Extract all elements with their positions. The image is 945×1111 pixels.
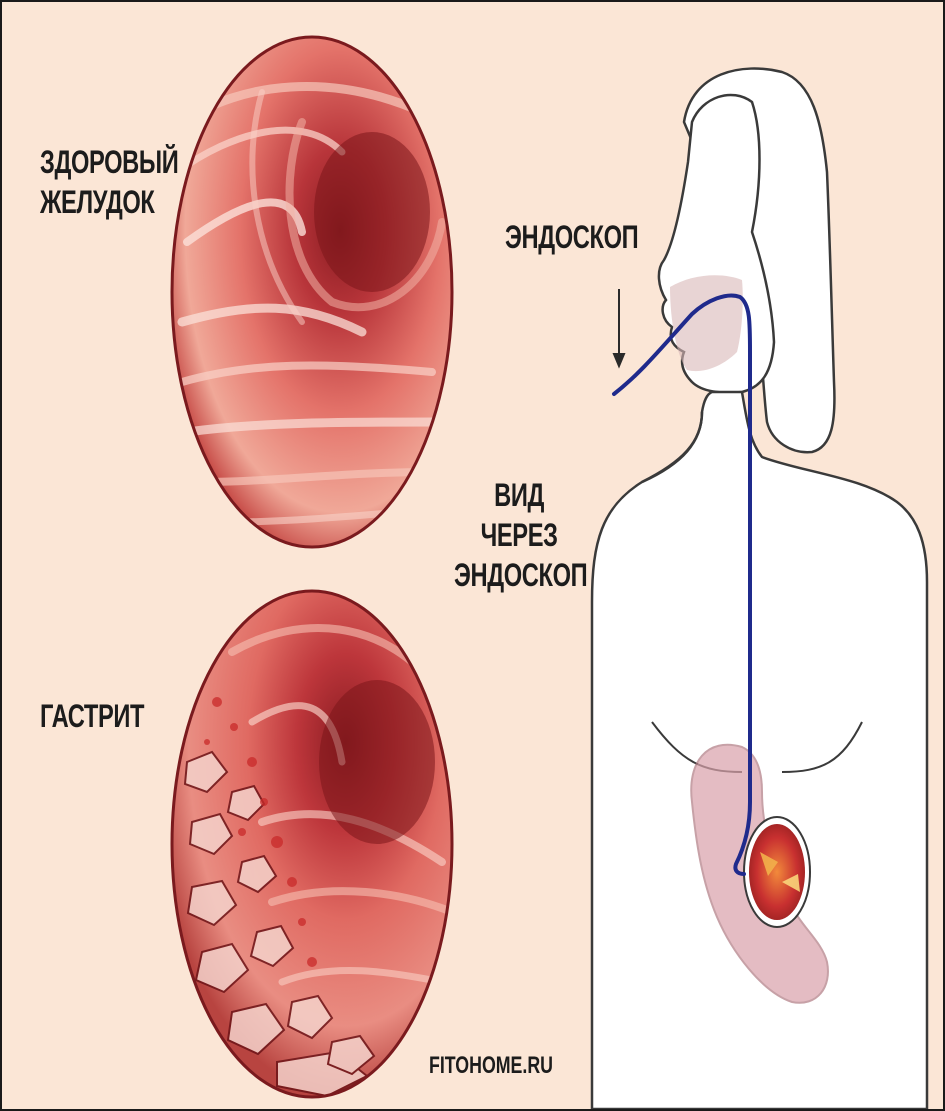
endoscope-label: ЭНДОСКОП — [505, 217, 638, 257]
down-arrow-icon — [614, 289, 624, 366]
gastritis-view — [172, 591, 452, 1097]
healthy-stomach-view — [172, 37, 452, 547]
endoscope-view-label: ВИД ЧЕРЕЗ ЭНДОСКОП — [454, 475, 584, 595]
site-watermark: FITOHOME.RU — [429, 1052, 553, 1080]
healthy-stomach-label: ЗДОРОВЫЙ ЖЕЛУДОК — [40, 142, 178, 222]
gastritis-label: ГАСТРИТ — [40, 696, 144, 736]
